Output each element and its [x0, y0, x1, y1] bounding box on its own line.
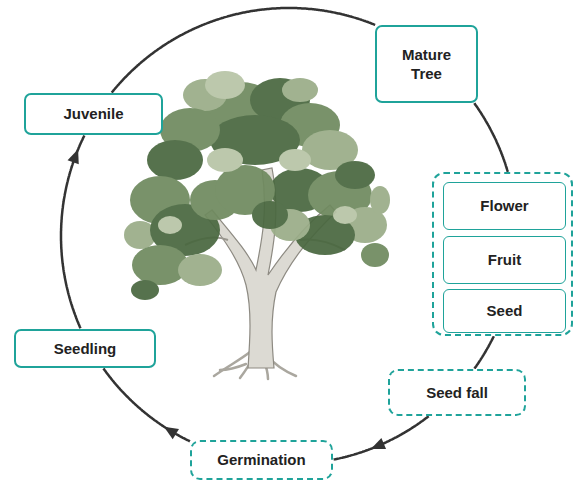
stage-group: FlowerFruitSeed [432, 172, 573, 336]
stage-box: Seedling [14, 329, 156, 368]
stage-box: Germination [190, 440, 333, 480]
stage-label: Seedling [54, 339, 117, 359]
arrow-head [164, 427, 179, 439]
cycle-line [112, 8, 376, 93]
cycle-line [334, 416, 429, 459]
stage-box: Seed [443, 289, 566, 333]
stage-label: Seed fall [426, 383, 488, 403]
cycle-arrow [61, 136, 84, 329]
cycle-arrow [475, 336, 494, 368]
stage-box: Flower [443, 182, 566, 230]
cycle-line [474, 103, 507, 172]
cycle-line [475, 336, 494, 368]
stage-label: Germination [217, 450, 305, 470]
stage-label: Mature Tree [389, 45, 464, 84]
stage-label: Fruit [488, 250, 521, 270]
arrow-head [68, 149, 79, 164]
stage-label: Flower [480, 196, 528, 216]
cycle-arrow [474, 103, 507, 172]
cycle-arrow [334, 416, 429, 459]
arrow-head [371, 438, 386, 449]
cycle-line [61, 136, 84, 329]
stage-box: Juvenile [24, 93, 163, 135]
stage-box: Seed fall [388, 369, 526, 416]
stage-label: Juvenile [63, 104, 123, 124]
stage-box: Fruit [443, 236, 566, 284]
stage-label: Seed [487, 301, 523, 321]
cycle-arrow [103, 368, 189, 441]
cycle-arrow [112, 8, 376, 93]
cycle-line [103, 368, 189, 441]
stage-box: Mature Tree [375, 25, 478, 103]
